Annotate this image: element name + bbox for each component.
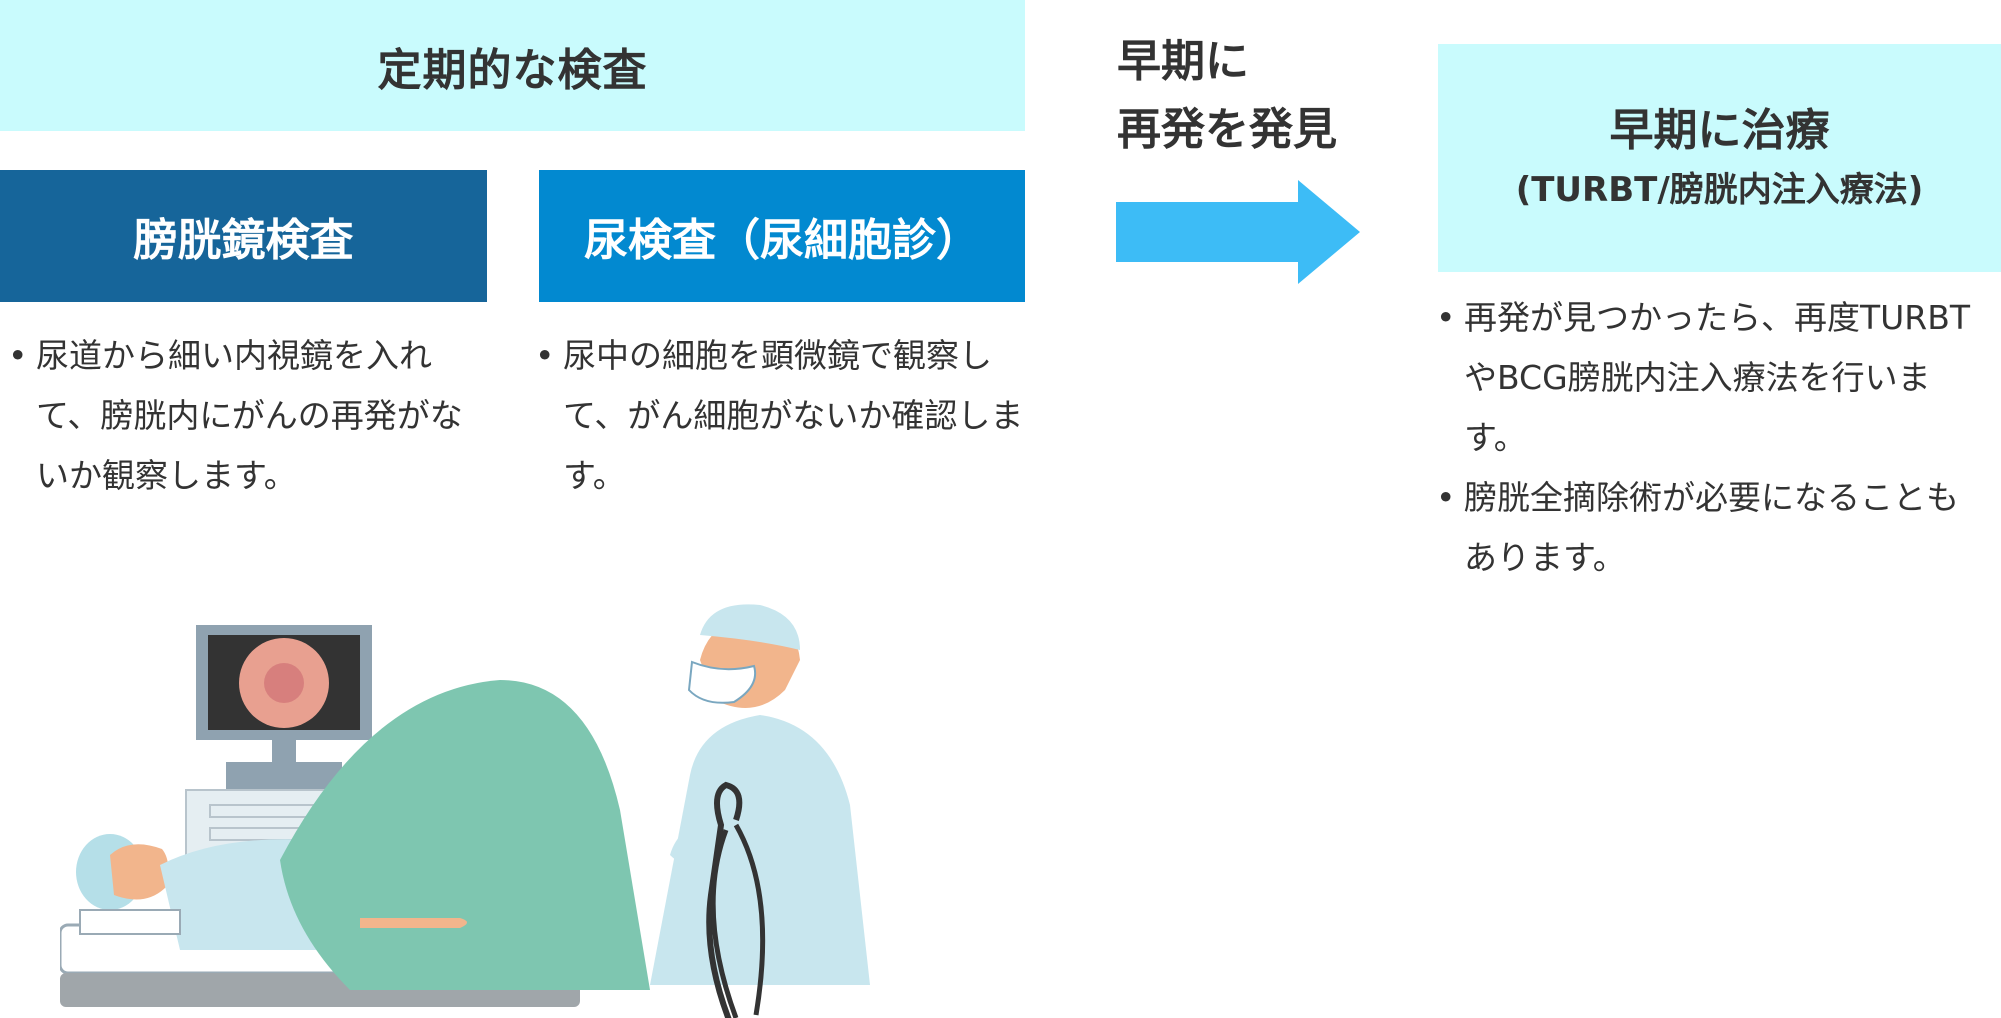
treatment-bullet: 膀胱全摘除術が必要になることもあります。 <box>1428 468 1988 588</box>
treatment-description: 再発が見つかったら、再度TURBTやBCG膀胱内注入療法を行います。 膀胱全摘除… <box>1428 288 1988 588</box>
right-arrow-icon <box>1116 180 1360 284</box>
cystoscopy-box: 膀胱鏡検査 <box>0 170 487 302</box>
urine-test-description: 尿中の細胞を顕微鏡で観察して、がん細胞がないか確認します。 <box>527 326 1025 506</box>
cystoscopy-description: 尿道から細い内視鏡を入れて、膀胱内にがんの再発がないか観察します。 <box>0 326 487 506</box>
treatment-title: 早期に治療 <box>1609 105 1830 156</box>
cystoscopy-title: 膀胱鏡検査 <box>133 215 354 266</box>
treatment-subtitle: (TURBT/膀胱内注入療法) <box>1515 170 1924 210</box>
early-detection-line1: 早期に <box>1117 36 1249 87</box>
endoscopy-illustration <box>60 604 870 1018</box>
regular-check-banner: 定期的な検査 <box>0 0 1025 131</box>
urine-test-bullet: 尿中の細胞を顕微鏡で観察して、がん細胞がないか確認します。 <box>527 326 1025 506</box>
early-detection-label: 早期に 再発を発見 <box>1117 28 1337 164</box>
endoscope-icon <box>706 781 766 1018</box>
urine-test-title: 尿検査（尿細胞診） <box>584 215 980 266</box>
patient-icon <box>76 680 650 990</box>
treatment-bullet: 再発が見つかったら、再度TURBTやBCG膀胱内注入療法を行います。 <box>1428 288 1988 468</box>
cystoscopy-bullet: 尿道から細い内視鏡を入れて、膀胱内にがんの再発がないか観察します。 <box>0 326 487 506</box>
treatment-box: 早期に治療 (TURBT/膀胱内注入療法) <box>1438 44 2001 272</box>
urine-test-box: 尿検査（尿細胞診） <box>539 170 1025 302</box>
early-detection-line2: 再発を発見 <box>1117 104 1337 155</box>
regular-check-title: 定期的な検査 <box>377 44 648 96</box>
doctor-icon <box>650 604 870 985</box>
